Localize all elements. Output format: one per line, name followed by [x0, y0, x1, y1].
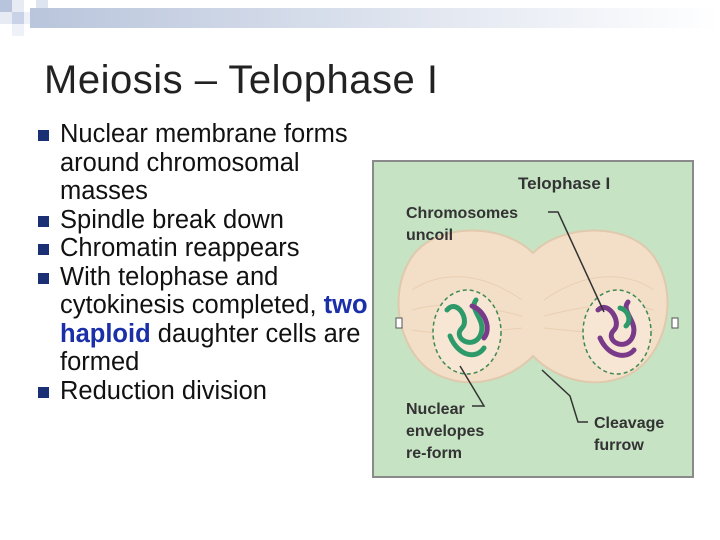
label-cleavage-line2: furrow — [594, 437, 644, 454]
bullet-item: Spindle break down — [38, 206, 368, 235]
bullet-highlight: two haploid — [60, 291, 368, 348]
bullet-list: Nuclear membrane forms around chromosoma… — [38, 120, 368, 405]
bullet-text-pre: With telophase and cytokinesis completed… — [60, 262, 324, 320]
label-cleavage-line1: Cleavage — [594, 415, 664, 432]
bullet-square-icon — [38, 244, 49, 255]
bullet-text: Reduction division — [60, 376, 267, 405]
top-gradient-bar — [30, 8, 720, 28]
label-chromosomes-line2: uncoil — [406, 227, 453, 244]
label-nuclear-line1: Nuclear — [406, 401, 465, 418]
bullet-square-icon — [38, 215, 49, 227]
bullet-text: Nuclear membrane forms around chromosoma… — [60, 120, 348, 205]
bullet-text: Spindle break down — [60, 205, 284, 234]
label-nuclear-line2: envelopes — [406, 423, 484, 440]
bullet-item: Chromatin reappears — [38, 234, 368, 263]
bullet-square-icon — [38, 130, 49, 141]
figure-title: Telophase I — [518, 174, 610, 193]
telophase-figure: Telophase I Chromosomes uncoil Nuclear e… — [372, 160, 694, 478]
bullet-item: With telophase and cytokinesis completed… — [38, 263, 368, 377]
bullet-item: Nuclear membrane forms around chromosoma… — [38, 120, 368, 206]
bullet-item: Reduction division — [38, 377, 368, 406]
bullet-text: Chromatin reappears — [60, 234, 300, 262]
slide-title: Meiosis – Telophase I — [44, 58, 439, 102]
bullet-text-post: daughter cells are formed — [60, 319, 361, 377]
label-chromosomes-line1: Chromosomes — [406, 205, 518, 222]
bullet-square-icon — [38, 386, 49, 398]
label-nuclear-line3: re-form — [406, 445, 462, 462]
bullet-square-icon — [38, 272, 49, 284]
